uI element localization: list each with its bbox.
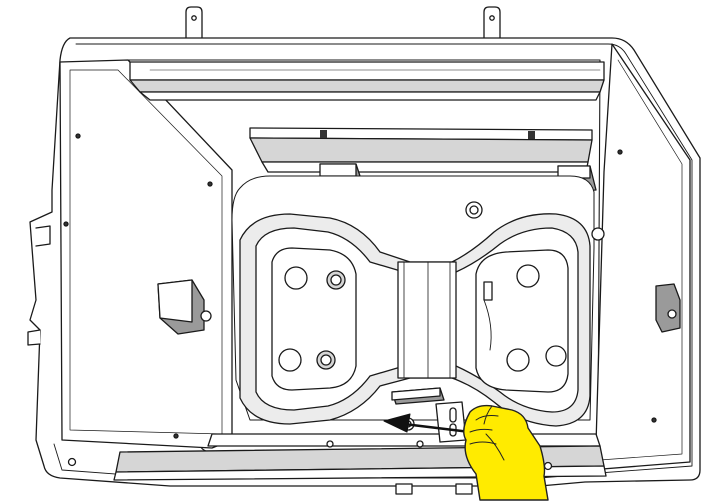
- latch-block: [391, 387, 467, 443]
- mounting-hole: [173, 433, 179, 439]
- top-rail: [129, 61, 605, 101]
- mounting-hole: [75, 133, 81, 139]
- clip-left-side: [157, 279, 212, 335]
- butterfly-handle-cup: [239, 213, 591, 427]
- middle-rail: [249, 127, 593, 173]
- center-screw-top: [465, 201, 483, 219]
- bottom-feet: [395, 483, 473, 495]
- mounting-hole: [651, 417, 657, 423]
- handle-pocket-right: [475, 249, 569, 393]
- top-mounting-tab-left: [185, 6, 203, 39]
- mounting-hole: [591, 227, 605, 241]
- handle-center-bridge: [397, 261, 457, 379]
- mounting-hole: [617, 149, 623, 155]
- left-side-notch-lower: [27, 329, 41, 346]
- mounting-hole: [207, 181, 213, 187]
- clip-right-side: [655, 283, 681, 333]
- left-side-notch: [35, 225, 51, 247]
- mounting-hole: [63, 221, 69, 227]
- top-mounting-tab-right: [483, 6, 501, 39]
- hand-icon: [463, 404, 549, 501]
- slide-direction-arrow: [383, 413, 472, 434]
